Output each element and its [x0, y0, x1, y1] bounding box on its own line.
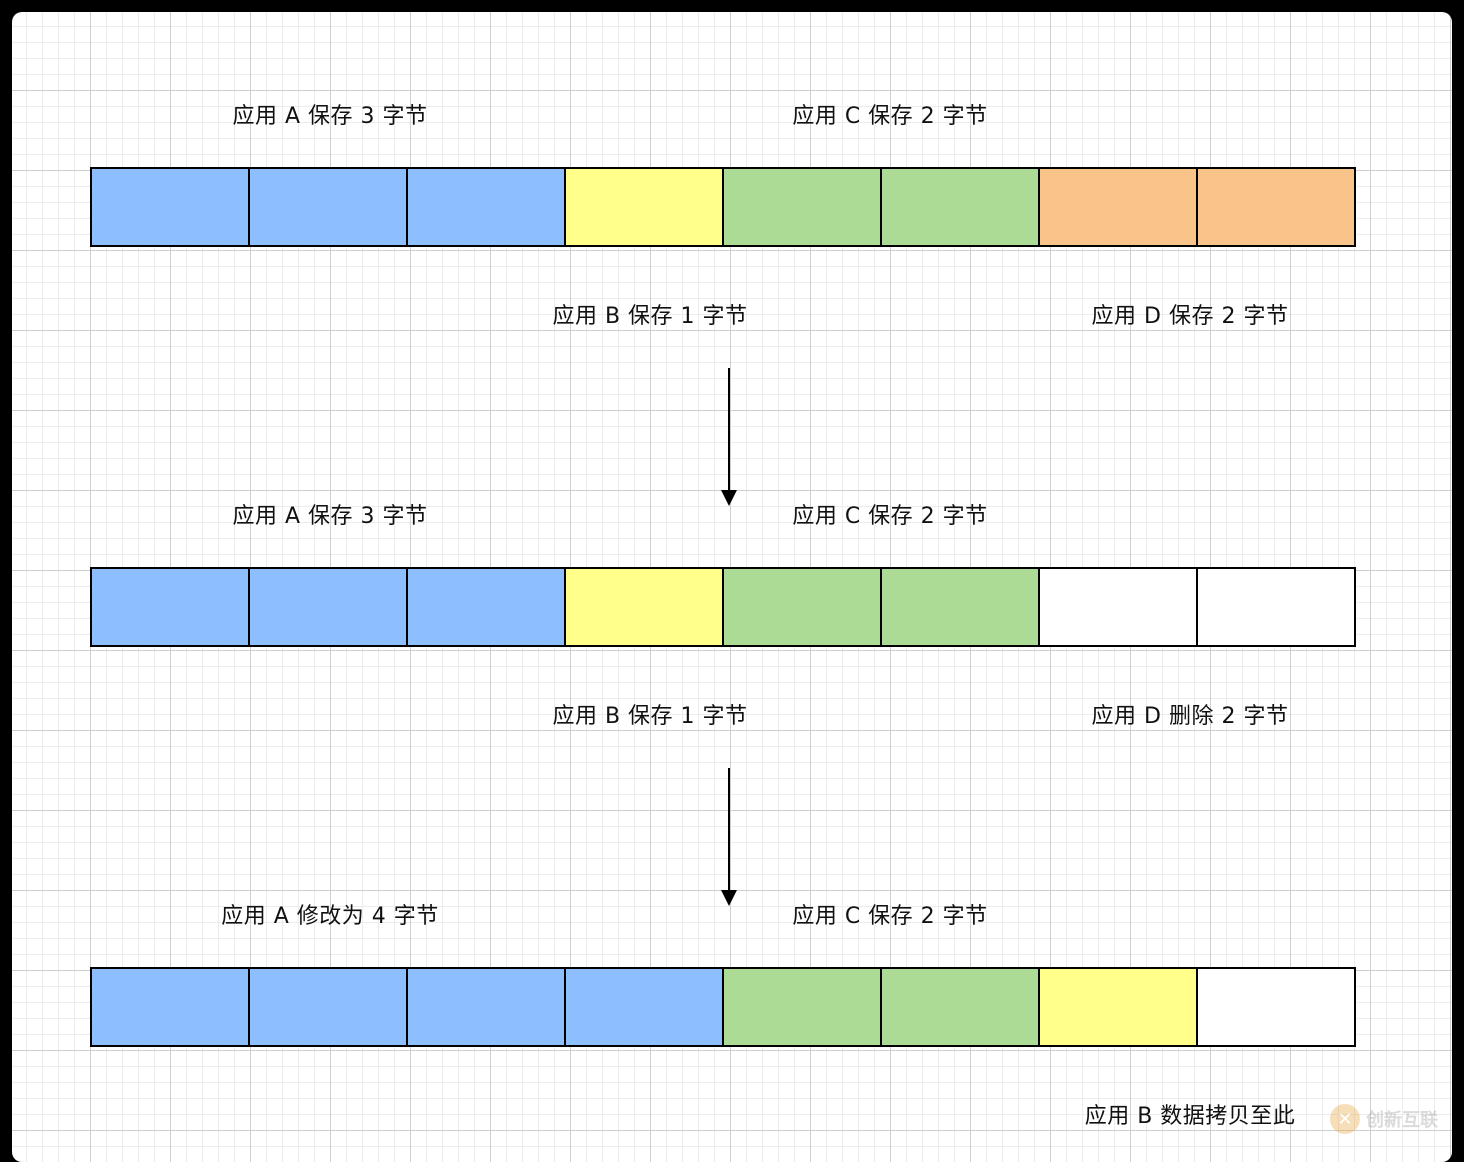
down-arrow-1	[721, 368, 737, 506]
stage3-byte-cell-6-app-c	[880, 967, 1040, 1047]
stage1-byte-cell-6-app-c	[880, 167, 1040, 247]
stage3-byte-cell-2-app-a	[248, 967, 408, 1047]
stage3-byte-cell-7-app-b	[1038, 967, 1198, 1047]
stage2-byte-cell-8-empty	[1196, 567, 1356, 647]
stage2-label-app-b: 应用 B 保存 1 字节	[552, 704, 748, 729]
stage3-byte-cell-3-app-a	[406, 967, 566, 1047]
stage2-label-app-d: 应用 D 删除 2 字节	[1091, 704, 1289, 729]
arrow-head-1	[721, 490, 737, 506]
arrow-head-2	[721, 890, 737, 906]
stage1-byte-cell-8-app-d	[1196, 167, 1356, 247]
stage2-byte-row	[90, 567, 1370, 647]
stage1-byte-cell-1-app-a	[90, 167, 250, 247]
diagram-canvas: 应用 A 保存 3 字节 应用 C 保存 2 字节 应用 B 保存 1 字节 应…	[12, 12, 1452, 1162]
stage1-label-app-d: 应用 D 保存 2 字节	[1091, 304, 1289, 329]
stage2-byte-cell-6-app-c	[880, 567, 1040, 647]
stage2-byte-cell-2-app-a	[248, 567, 408, 647]
stage1-byte-cell-2-app-a	[248, 167, 408, 247]
stage1-byte-cell-3-app-a	[406, 167, 566, 247]
stage2-byte-cell-1-app-a	[90, 567, 250, 647]
stage3-label-app-a: 应用 A 修改为 4 字节	[221, 904, 439, 929]
down-arrow-2	[721, 768, 737, 906]
stage2-label-app-c: 应用 C 保存 2 字节	[792, 504, 988, 529]
stage2-byte-cell-4-app-b	[564, 567, 724, 647]
stage2-byte-cell-3-app-a	[406, 567, 566, 647]
stage3-byte-cell-4-app-a	[564, 967, 724, 1047]
stage1-byte-row	[90, 167, 1370, 247]
stage1-label-app-b: 应用 B 保存 1 字节	[552, 304, 748, 329]
watermark-logo-icon: ✕	[1330, 1104, 1360, 1134]
stage1-byte-cell-4-app-b	[564, 167, 724, 247]
stage2-byte-cell-7-empty	[1038, 567, 1198, 647]
stage3-byte-row	[90, 967, 1370, 1047]
stage3-label-app-b: 应用 B 数据拷贝至此	[1084, 1104, 1296, 1129]
watermark-text: 创新互联	[1366, 1110, 1438, 1131]
stage2-byte-cell-5-app-c	[722, 567, 882, 647]
stage3-byte-cell-8-empty	[1196, 967, 1356, 1047]
stage1-label-app-c: 应用 C 保存 2 字节	[792, 104, 988, 129]
stage1-label-app-a: 应用 A 保存 3 字节	[232, 104, 428, 129]
stage1-byte-cell-7-app-d	[1038, 167, 1198, 247]
stage3-byte-cell-5-app-c	[722, 967, 882, 1047]
stage2-label-app-a: 应用 A 保存 3 字节	[232, 504, 428, 529]
stage3-label-app-c: 应用 C 保存 2 字节	[792, 904, 988, 929]
watermark-logo: ✕ 创新互联	[1330, 1104, 1438, 1134]
stage1-byte-cell-5-app-c	[722, 167, 882, 247]
stage3-byte-cell-1-app-a	[90, 967, 250, 1047]
